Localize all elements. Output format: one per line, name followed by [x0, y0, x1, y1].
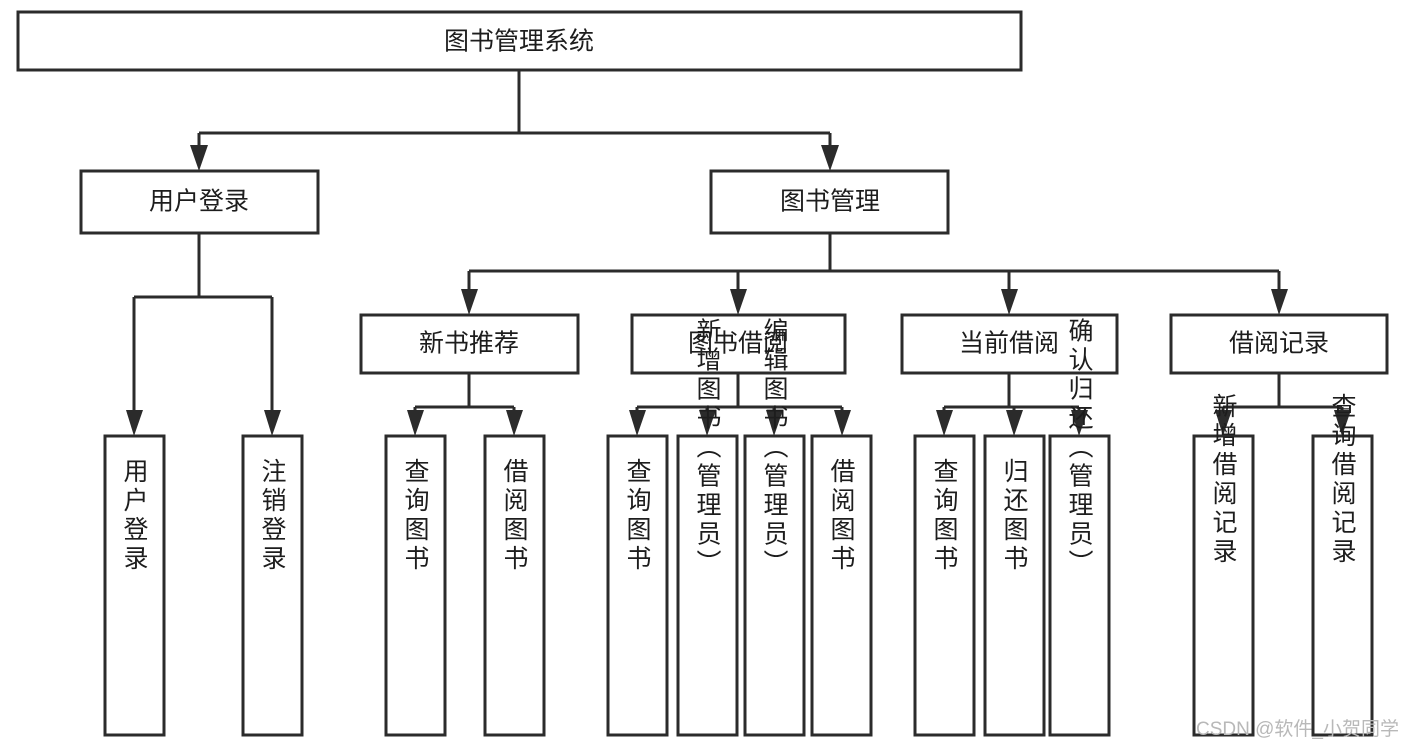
node-book-manage-box[interactable]: [709, 169, 950, 235]
arrow-head-bookborrow: [730, 289, 747, 315]
node-root-box[interactable]: [16, 10, 1023, 72]
leaf-borrow-record-1[interactable]: 新增借阅记录: [1192, 393, 1255, 737]
leaf-new-book-2[interactable]: 借阅图书: [483, 434, 546, 737]
node-current-borrow-box[interactable]: [900, 313, 1119, 375]
node-current-borrow[interactable]: 当前借阅: [900, 313, 1119, 375]
arrow-head-newbook: [461, 289, 478, 315]
leaf-borrow-record-2-label: 查询借阅记录: [1328, 393, 1357, 567]
leaf-new-book-1-box[interactable]: [384, 434, 447, 737]
arrow-head-bookborrow-leaf-2: [699, 410, 716, 436]
leaf-book-borrow-2[interactable]: 新增图书（管理员）: [676, 318, 739, 737]
arrow-head-userlogin: [190, 145, 208, 171]
leaf-borrow-record-1-box[interactable]: [1192, 434, 1255, 737]
leaf-current-borrow-1-label: 查询图书: [930, 458, 959, 574]
leaf-book-borrow-3-box[interactable]: [743, 434, 806, 737]
leaf-current-borrow-1[interactable]: 查询图书: [913, 434, 976, 737]
connectors-bookborrow-to-leaves: [629, 373, 851, 436]
leaf-new-book-1[interactable]: 查询图书: [384, 434, 447, 737]
leaf-book-borrow-2-label: 新增图书（管理员）: [693, 318, 722, 579]
leaf-book-borrow-2-box[interactable]: [676, 434, 739, 737]
arrow-head-newbook-leaf-1: [407, 410, 424, 436]
connectors-bookmanage-to-level3: [461, 233, 1288, 315]
node-book-manage[interactable]: 图书管理: [709, 169, 950, 235]
leaf-current-borrow-1-box[interactable]: [913, 434, 976, 737]
arrow-head-bookborrow-leaf-1: [629, 410, 646, 436]
leaf-user-login-1-label: 用户登录: [120, 458, 149, 574]
node-borrow-record[interactable]: 借阅记录: [1169, 313, 1389, 375]
leaf-user-login-2[interactable]: 注销登录: [241, 434, 304, 737]
leaf-book-borrow-1-label: 查询图书: [623, 458, 652, 574]
leaf-user-login-2-label: 注销登录: [258, 458, 287, 574]
leaf-book-borrow-4-box[interactable]: [810, 434, 873, 737]
node-new-book-recommend[interactable]: 新书推荐: [359, 313, 580, 375]
node-borrow-record-box[interactable]: [1169, 313, 1389, 375]
arrow-head-borrowrecord-leaf-1: [1215, 410, 1232, 436]
leaf-new-book-2-label: 借阅图书: [500, 458, 529, 574]
node-new-book-recommend-label: 新书推荐: [419, 330, 519, 358]
connectors-newbook-to-leaves: [407, 373, 523, 436]
node-root[interactable]: 图书管理系统: [16, 10, 1023, 72]
node-book-manage-label: 图书管理: [780, 188, 880, 216]
leaf-borrow-record-2[interactable]: 查询借阅记录: [1311, 393, 1374, 737]
leaf-user-login-1[interactable]: 用户登录: [103, 434, 166, 737]
node-new-book-recommend-box[interactable]: [359, 313, 580, 375]
node-book-borrow-box[interactable]: [630, 313, 847, 375]
arrow-head-userlogin-leaf-1: [126, 410, 143, 436]
leaf-current-borrow-3[interactable]: 确认归还（管理员）: [1048, 318, 1111, 737]
arrow-head-userlogin-leaf-2: [264, 410, 281, 436]
node-book-borrow-label: 图书借阅: [688, 330, 788, 358]
node-user-login[interactable]: 用户登录: [79, 169, 320, 235]
leaf-current-borrow-3-label: 确认归还（管理员）: [1065, 318, 1094, 579]
leaf-user-login-1-box[interactable]: [103, 434, 166, 737]
leaf-borrow-record-2-box[interactable]: [1311, 434, 1374, 737]
leaf-book-borrow-3-label: 编辑图书（管理员）: [760, 318, 789, 579]
arrow-head-currentborrow-leaf-3: [1071, 410, 1088, 436]
arrow-head-currentborrow: [1001, 289, 1018, 315]
arrow-head-bookborrow-leaf-3: [766, 410, 783, 436]
leaf-book-borrow-1[interactable]: 查询图书: [606, 434, 669, 737]
arrow-head-bookborrow-leaf-4: [834, 410, 851, 436]
node-root-label: 图书管理系统: [444, 28, 594, 56]
arrow-head-borrowrecord-leaf-2: [1334, 410, 1351, 436]
leaf-book-borrow-3[interactable]: 编辑图书（管理员）: [743, 318, 806, 737]
leaf-current-borrow-3-box[interactable]: [1048, 434, 1111, 737]
csdn-watermark: CSDN @软件_小贺同学: [1196, 718, 1399, 740]
leaf-book-borrow-4[interactable]: 借阅图书: [810, 434, 873, 737]
leaf-borrow-record-1-label: 新增借阅记录: [1209, 393, 1238, 567]
arrow-head-currentborrow-leaf-1: [936, 410, 953, 436]
arrow-head-currentborrow-leaf-2: [1006, 410, 1023, 436]
leaf-new-book-2-box[interactable]: [483, 434, 546, 737]
leaf-current-borrow-2[interactable]: 归还图书: [983, 434, 1046, 737]
leaf-new-book-1-label: 查询图书: [401, 458, 430, 574]
leaf-current-borrow-2-label: 归还图书: [1000, 458, 1029, 574]
connectors-borrowrecord-to-leaves: [1215, 373, 1351, 436]
node-user-login-box[interactable]: [79, 169, 320, 235]
node-borrow-record-label: 借阅记录: [1229, 330, 1329, 358]
arrow-head-newbook-leaf-2: [506, 410, 523, 436]
leaf-book-borrow-1-box[interactable]: [606, 434, 669, 737]
leaf-current-borrow-2-box[interactable]: [983, 434, 1046, 737]
node-current-borrow-label: 当前借阅: [959, 330, 1059, 358]
arrow-head-borrowrecord: [1271, 289, 1288, 315]
leaf-user-login-2-box[interactable]: [241, 434, 304, 737]
node-book-borrow[interactable]: 图书借阅: [630, 313, 847, 375]
connectors-userlogin-to-leaves: [126, 233, 281, 436]
leaf-book-borrow-4-label: 借阅图书: [827, 458, 856, 574]
connectors-root-to-level2: [190, 70, 839, 171]
node-user-login-label: 用户登录: [149, 188, 249, 216]
arrow-head-bookmanage: [821, 145, 839, 171]
connectors-currentborrow-to-leaves: [936, 373, 1088, 436]
